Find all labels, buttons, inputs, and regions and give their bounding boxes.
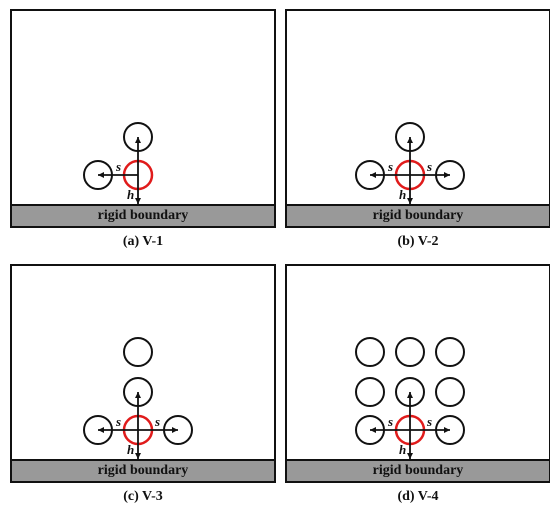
arrowhead <box>135 198 141 204</box>
spacing-label-right: s <box>426 414 432 429</box>
caption-a: (a) V-1 <box>122 234 164 249</box>
arrowhead <box>407 392 413 398</box>
height-label: h <box>399 187 406 202</box>
height-label: h <box>399 442 406 457</box>
panel-a: rigid boundary s h <box>10 9 276 228</box>
spacing-label-left: s <box>387 414 393 429</box>
spacing-label-right: s <box>154 414 160 429</box>
arrowhead <box>135 392 141 398</box>
spacing-label-right: s <box>426 159 432 174</box>
rigid-boundary: rigid boundary <box>10 204 276 228</box>
bubble-diagram: s s h <box>355 337 465 459</box>
height-label: h <box>127 187 134 202</box>
bubble-grid-r1c2 <box>395 337 425 367</box>
rigid-boundary: rigid boundary <box>285 204 550 228</box>
domain-frame <box>10 9 276 228</box>
boundary-label: rigid boundary <box>372 463 464 478</box>
spacing-label-left: s <box>115 159 121 174</box>
panel-c: rigid boundary s s h <box>10 264 276 483</box>
domain-frame <box>285 9 550 228</box>
arrowhead <box>370 427 376 433</box>
arrowhead <box>407 453 413 459</box>
arrowhead <box>98 172 104 178</box>
caption-d: (d) V-4 <box>397 489 439 504</box>
arrowhead <box>407 198 413 204</box>
boundary-label: rigid boundary <box>372 208 464 223</box>
bubble-diagram: s s h <box>83 337 193 459</box>
arrowhead <box>98 427 104 433</box>
bubble-diagram: s h <box>83 122 154 204</box>
arrowhead <box>370 172 376 178</box>
arrowhead <box>444 427 450 433</box>
arrowhead <box>135 137 141 143</box>
bubble-diagram: s s h <box>355 122 465 204</box>
rigid-boundary: rigid boundary <box>285 459 550 483</box>
bubble-top <box>123 337 153 367</box>
bubble-grid-r2c3 <box>435 377 465 407</box>
height-label: h <box>127 442 134 457</box>
panel-b: rigid boundary s s h <box>285 9 550 228</box>
panel-d: rigid boundary s s h <box>285 264 550 483</box>
rigid-boundary: rigid boundary <box>10 459 276 483</box>
bubble-grid-r1c1 <box>355 337 385 367</box>
boundary-label: rigid boundary <box>97 208 189 223</box>
bubble-grid-r1c3 <box>435 337 465 367</box>
arrowhead <box>135 453 141 459</box>
spacing-label-left: s <box>387 159 393 174</box>
caption-c: (c) V-3 <box>123 489 163 504</box>
bubble-grid-r2c1 <box>355 377 385 407</box>
caption-b: (b) V-2 <box>397 234 439 249</box>
arrowhead <box>172 427 178 433</box>
spacing-label-left: s <box>115 414 121 429</box>
boundary-label: rigid boundary <box>97 463 189 478</box>
arrowhead <box>407 137 413 143</box>
arrowhead <box>444 172 450 178</box>
